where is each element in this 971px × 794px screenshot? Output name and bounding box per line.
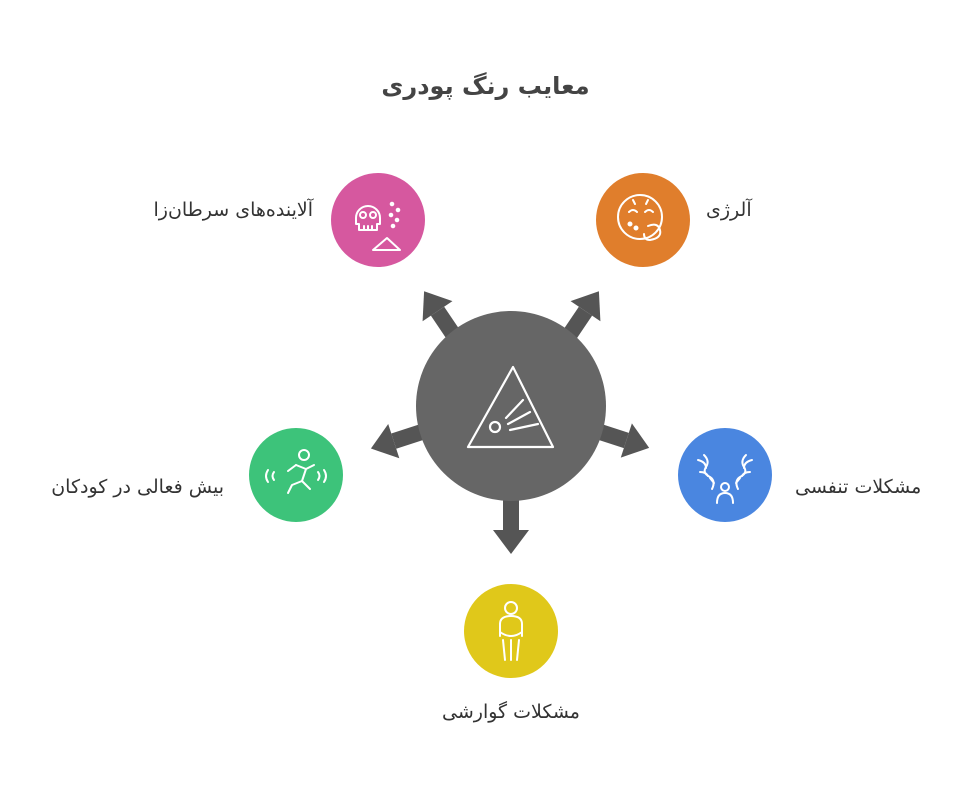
stomach-ache-icon [499,601,523,661]
allergy-circle [596,173,690,267]
lungs-icon [697,454,753,504]
node-carcinogens [331,173,425,267]
label-respiratory: مشکلات تنفسی [795,476,922,498]
node-hyperactivity [249,428,343,522]
warning-triangle-icon [466,365,555,449]
label-carcinogens: آلاینده‌های سرطان‌زا [153,199,313,221]
digestive-circle [464,584,558,678]
running-child-icon [265,449,327,494]
page-title: معایب رنگ پودری [381,72,590,100]
center-hub [416,311,606,501]
label-digestive: مشکلات گوارشی [442,701,580,723]
carcinogens-circle [331,173,425,267]
node-allergy [596,173,690,267]
sneeze-face-icon [617,194,663,241]
label-allergy: آلرژی [706,199,752,221]
node-digestive [464,584,558,678]
node-respiratory [678,428,772,522]
label-hyperactivity: بیش فعالی در کودکان [51,476,224,498]
respiratory-circle [678,428,772,522]
hyperactivity-circle [249,428,343,522]
center-circle [416,311,606,501]
skull-icon [355,201,401,251]
